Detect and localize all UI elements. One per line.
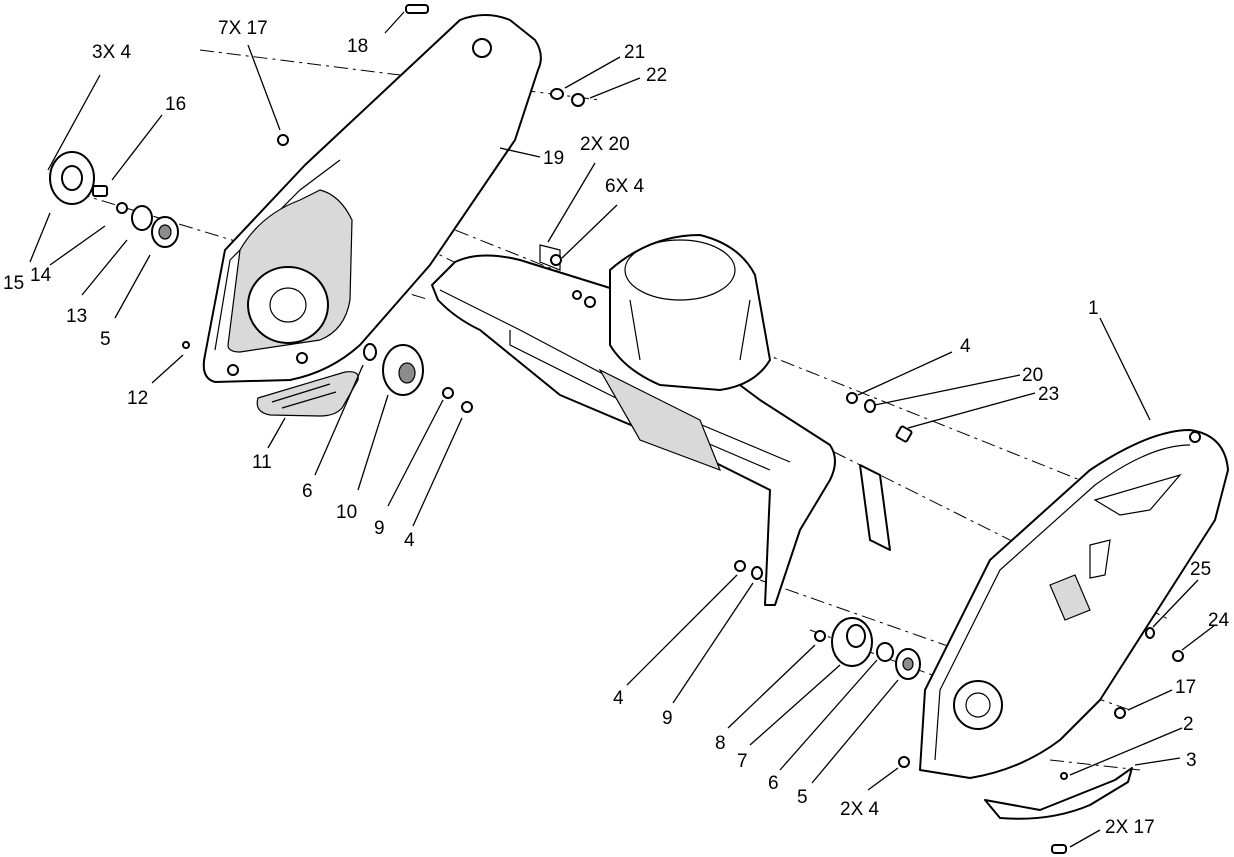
callout-3: 3	[1186, 750, 1197, 771]
callout-18: 18	[347, 36, 368, 57]
callout-4-lower: 4	[613, 688, 624, 709]
callout-5-left: 5	[100, 329, 111, 350]
callout-11: 11	[252, 452, 272, 473]
callout-6-left: 6	[302, 481, 313, 502]
callout-22: 22	[646, 65, 667, 86]
callout-4-left: 4	[404, 530, 415, 551]
callout-2x17: 2X 17	[1105, 817, 1155, 838]
callout-13: 13	[66, 306, 87, 327]
callout-2x4: 2X 4	[840, 799, 880, 820]
callout-2x20: 2X 20	[580, 134, 630, 155]
callout-19: 19	[543, 148, 564, 169]
main-housing	[431, 234, 891, 606]
callout-14: 14	[30, 265, 52, 286]
callout-2: 2	[1183, 714, 1194, 735]
callout-12: 12	[127, 388, 148, 409]
callout-1: 1	[1088, 298, 1099, 319]
callout-6-lower: 6	[768, 773, 779, 794]
callout-15: 15	[3, 273, 24, 294]
right-bearing-stack	[814, 617, 921, 680]
callout-25: 25	[1190, 559, 1211, 580]
left-drive-hub	[363, 343, 473, 413]
callout-9-lower: 9	[662, 708, 673, 729]
callout-16: 16	[165, 94, 186, 115]
callout-23: 23	[1038, 384, 1059, 405]
leader-lines	[29, 11, 1216, 848]
left-bearing-stack	[49, 134, 289, 349]
callout-20: 20	[1022, 365, 1043, 386]
left-side-housing	[202, 14, 542, 383]
top-hardware	[405, 4, 585, 107]
callout-labels: 18 7X 17 3X 4 16 21 22 19 2X 20 6X 4 15 …	[3, 18, 1230, 838]
callout-10: 10	[336, 502, 357, 523]
skid-shoe	[256, 371, 359, 417]
callout-7: 7	[737, 751, 748, 772]
right-top-hardware	[846, 392, 913, 443]
right-side-housing	[919, 429, 1229, 779]
callout-21: 21	[624, 42, 645, 63]
callout-24: 24	[1208, 610, 1230, 631]
callout-9-left: 9	[374, 518, 385, 539]
callout-4-upper: 4	[960, 336, 971, 357]
callout-5-lower: 5	[797, 787, 808, 808]
callout-6x4: 6X 4	[605, 176, 645, 197]
callout-7x17: 7X 17	[218, 18, 268, 39]
right-side-hardware	[898, 627, 1184, 854]
callout-17: 17	[1175, 677, 1196, 698]
lower-front-hardware	[734, 560, 763, 580]
callout-8: 8	[715, 733, 726, 754]
callout-3x4: 3X 4	[92, 42, 132, 63]
